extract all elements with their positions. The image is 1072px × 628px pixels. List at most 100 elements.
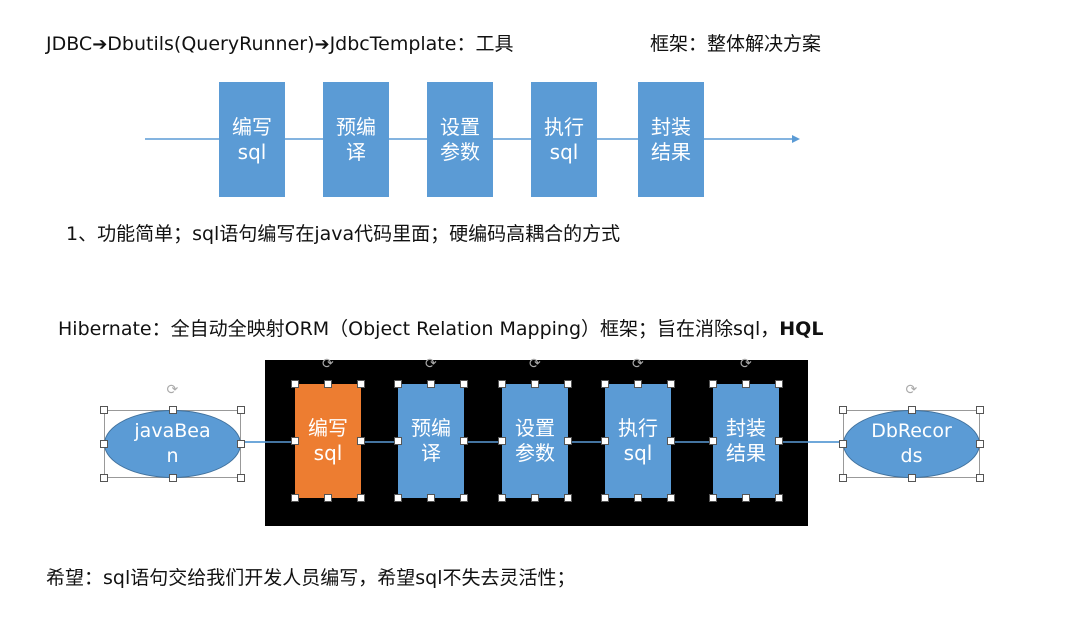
resize-handle[interactable] xyxy=(564,494,572,502)
resize-handle[interactable] xyxy=(634,380,642,388)
flow-box-execute-sql: 执行 sql xyxy=(531,82,597,197)
resize-handle[interactable] xyxy=(839,474,847,482)
resize-handle[interactable] xyxy=(564,437,572,445)
resize-handle[interactable] xyxy=(976,440,984,448)
flow-box-write-sql: 编写 sql xyxy=(219,82,285,197)
box-label-line1: 执行 xyxy=(544,114,584,139)
rotate-handle-icon[interactable]: ⟳ xyxy=(632,356,644,372)
rotate-handle-icon[interactable]: ⟳ xyxy=(905,382,918,398)
resize-handle[interactable] xyxy=(976,406,984,414)
resize-handle[interactable] xyxy=(394,437,402,445)
ellipse-javabean[interactable]: javaBea n xyxy=(104,410,241,478)
hope-note: 希望：sql语句交给我们开发人员编写，希望sql不失去灵活性； xyxy=(46,567,576,589)
rotate-handle-icon[interactable]: ⟳ xyxy=(740,356,752,372)
framework-note: 框架：整体解决方案 xyxy=(650,33,822,55)
flow-box-execute-sql-bottom[interactable]: 执行 sql xyxy=(605,384,671,498)
resize-handle[interactable] xyxy=(427,380,435,388)
hql-label: HQL xyxy=(779,318,824,340)
resize-handle[interactable] xyxy=(460,380,468,388)
flow-box-wrap-result: 封装 结果 xyxy=(638,82,704,197)
rotate-handle-icon[interactable]: ⟳ xyxy=(425,356,437,372)
box-label-line2: 参数 xyxy=(515,441,555,465)
resize-handle[interactable] xyxy=(168,474,177,482)
resize-handle[interactable] xyxy=(709,380,717,388)
resize-handle[interactable] xyxy=(291,494,299,502)
box-label-line2: sql xyxy=(623,441,653,465)
resize-handle[interactable] xyxy=(324,494,332,502)
resize-handle[interactable] xyxy=(709,437,717,445)
box-label-line1: 封装 xyxy=(726,416,766,440)
resize-handle[interactable] xyxy=(498,494,506,502)
resize-handle[interactable] xyxy=(709,494,717,502)
resize-handle[interactable] xyxy=(531,380,539,388)
resize-handle[interactable] xyxy=(976,474,984,482)
flow-box-precompile: 预编 译 xyxy=(323,82,389,197)
resize-handle[interactable] xyxy=(634,494,642,502)
resize-handle[interactable] xyxy=(357,494,365,502)
resize-handle[interactable] xyxy=(100,474,108,482)
resize-handle[interactable] xyxy=(237,474,245,482)
rotate-handle-icon[interactable]: ⟳ xyxy=(322,356,334,372)
resize-handle[interactable] xyxy=(291,437,299,445)
ellipse-dbrecords[interactable]: DbRecor ds xyxy=(843,410,980,478)
box-label-line2: sql xyxy=(237,139,267,164)
resize-handle[interactable] xyxy=(775,437,783,445)
box-label-line2: 译 xyxy=(421,441,441,465)
resize-handle[interactable] xyxy=(601,494,609,502)
resize-handle[interactable] xyxy=(742,494,750,502)
resize-handle[interactable] xyxy=(907,406,916,414)
resize-handle[interactable] xyxy=(498,380,506,388)
resize-handle[interactable] xyxy=(775,380,783,388)
resize-handle[interactable] xyxy=(100,406,108,414)
flow-box-set-params: 设置 参数 xyxy=(427,82,493,197)
resize-handle[interactable] xyxy=(839,440,847,448)
box-label-line2: sql xyxy=(549,139,579,164)
top-flow-arrowhead xyxy=(792,135,800,143)
rotate-handle-icon[interactable]: ⟳ xyxy=(529,356,541,372)
arrow-icon: ➔ xyxy=(92,34,108,55)
rotate-handle-icon[interactable]: ⟳ xyxy=(166,382,179,398)
resize-handle[interactable] xyxy=(237,440,245,448)
resize-handle[interactable] xyxy=(907,474,916,482)
resize-handle[interactable] xyxy=(601,437,609,445)
resize-handle[interactable] xyxy=(427,494,435,502)
box-label-line1: 设置 xyxy=(515,416,555,440)
tools-heading: JDBC➔Dbutils(QueryRunner)➔JdbcTemplate：工… xyxy=(46,32,513,57)
box-label-line2: 结果 xyxy=(726,441,766,465)
resize-handle[interactable] xyxy=(742,380,750,388)
flow-box-write-sql-selected[interactable]: 编写 sql xyxy=(295,384,361,498)
resize-handle[interactable] xyxy=(564,380,572,388)
ellipse-label-line2: n xyxy=(166,445,179,467)
note-simple-functionality: 1、功能简单；sql语句编写在java代码里面；硬编码高耦合的方式 xyxy=(66,223,621,245)
resize-handle[interactable] xyxy=(168,406,177,414)
box-label-line1: 执行 xyxy=(618,416,658,440)
resize-handle[interactable] xyxy=(531,494,539,502)
dbutils-label: Dbutils(QueryRunner) xyxy=(107,33,315,55)
box-label-line1: 编写 xyxy=(232,114,272,139)
resize-handle[interactable] xyxy=(237,406,245,414)
resize-handle[interactable] xyxy=(324,380,332,388)
flow-box-precompile-bottom[interactable]: 预编 译 xyxy=(398,384,464,498)
box-label-line2: 译 xyxy=(346,139,366,164)
resize-handle[interactable] xyxy=(601,380,609,388)
resize-handle[interactable] xyxy=(291,380,299,388)
resize-handle[interactable] xyxy=(394,494,402,502)
resize-handle[interactable] xyxy=(357,437,365,445)
resize-handle[interactable] xyxy=(775,494,783,502)
resize-handle[interactable] xyxy=(100,440,108,448)
resize-handle[interactable] xyxy=(498,437,506,445)
resize-handle[interactable] xyxy=(394,380,402,388)
flow-box-wrap-result-bottom[interactable]: 封装 结果 xyxy=(713,384,779,498)
resize-handle[interactable] xyxy=(460,494,468,502)
box-label-line2: sql xyxy=(313,441,343,465)
resize-handle[interactable] xyxy=(357,380,365,388)
ellipse-label-line1: javaBea xyxy=(134,420,211,442)
resize-handle[interactable] xyxy=(667,437,675,445)
resize-handle[interactable] xyxy=(667,380,675,388)
resize-handle[interactable] xyxy=(667,494,675,502)
resize-handle[interactable] xyxy=(839,406,847,414)
box-label-line2: 结果 xyxy=(651,139,691,164)
flow-box-set-params-bottom[interactable]: 设置 参数 xyxy=(502,384,568,498)
resize-handle[interactable] xyxy=(460,437,468,445)
